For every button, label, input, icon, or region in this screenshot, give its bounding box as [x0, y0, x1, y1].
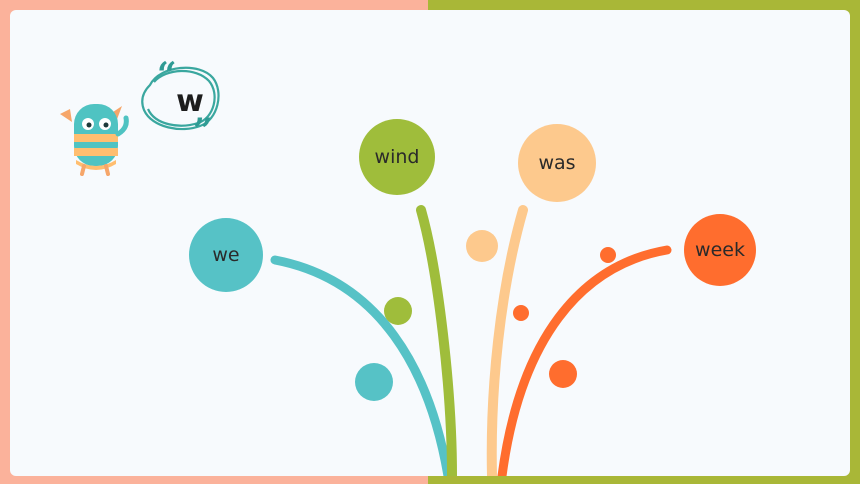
stem-was [486, 205, 528, 476]
dot-peach [466, 230, 498, 262]
stem-week [497, 245, 672, 476]
open-quote-icon: “ [157, 55, 177, 95]
slide-canvas: “ ” w we wind was week [10, 10, 850, 476]
dot-orange-small [513, 305, 529, 321]
dot-orange-large [549, 360, 577, 388]
stem-wind [416, 205, 457, 476]
letter-label: w [176, 84, 204, 119]
speech-bubble [141, 66, 220, 131]
word-circle-week[interactable]: week [684, 214, 756, 286]
decoration-layer: “ ” [60, 55, 672, 476]
word-circle-was[interactable]: was [518, 124, 596, 202]
dot-teal [355, 363, 393, 401]
word-circle-wind[interactable]: wind [359, 119, 435, 195]
stem-we [270, 255, 453, 476]
word-circle-we[interactable]: we [189, 218, 263, 292]
close-quote-icon: ” [193, 111, 213, 151]
dot-orange-top [600, 247, 616, 263]
monster-mascot-icon [60, 104, 129, 176]
dot-green [384, 297, 412, 325]
